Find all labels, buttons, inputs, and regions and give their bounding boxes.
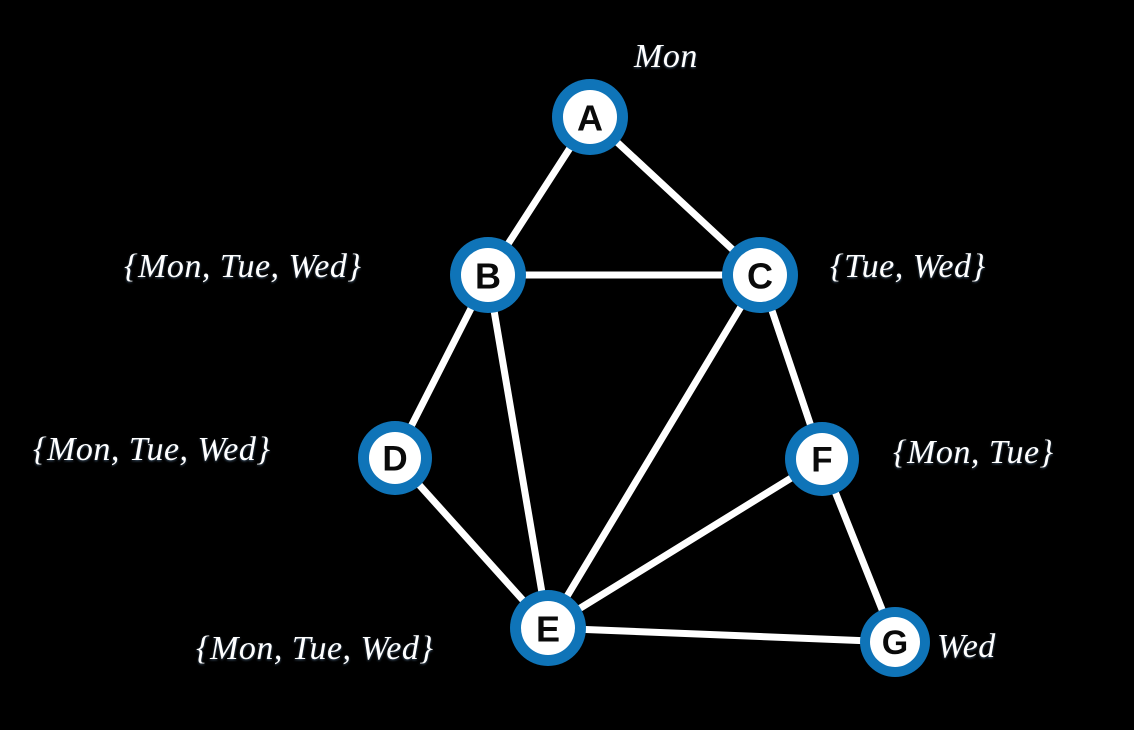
domain-label-a: Mon [634, 38, 698, 75]
node-fill-b [461, 248, 515, 302]
node-letter-d: D [382, 440, 407, 479]
domain-label-f: {Mon, Tue} [893, 434, 1054, 471]
node-fill-f [796, 433, 848, 485]
node-b[interactable]: B [450, 237, 526, 313]
node-c[interactable]: C [722, 237, 798, 313]
node-fill-g [870, 617, 920, 667]
domain-label-g: Wed [937, 628, 996, 665]
node-letter-e: E [536, 609, 560, 650]
edge-c-e [544, 271, 764, 632]
node-fill-d [369, 432, 421, 484]
node-fill-c [733, 248, 787, 302]
node-letter-f: F [811, 441, 832, 480]
domain-label-d: {Mon, Tue, Wed} [33, 431, 271, 468]
edge-a-c [586, 113, 764, 279]
node-e[interactable]: E [510, 590, 586, 666]
node-a[interactable]: A [552, 79, 628, 155]
edge-b-e [484, 271, 552, 632]
node-letter-g: G [882, 624, 908, 662]
domain-label-c: {Tue, Wed} [830, 248, 986, 285]
node-fill-a [563, 90, 617, 144]
node-letter-c: C [747, 256, 773, 297]
node-fill-e [521, 601, 575, 655]
node-g[interactable]: G [860, 607, 930, 677]
edge-d-e [391, 454, 552, 632]
domain-label-e: {Mon, Tue, Wed} [196, 630, 434, 667]
domain-label-b: {Mon, Tue, Wed} [124, 248, 362, 285]
edge-e-f [544, 455, 826, 632]
node-letter-b: B [475, 256, 501, 297]
node-letter-a: A [577, 98, 603, 139]
nodes-layer: A B C D E F G [358, 79, 930, 677]
node-d[interactable]: D [358, 421, 432, 495]
node-f[interactable]: F [785, 422, 859, 496]
edge-e-g [544, 624, 899, 646]
edges-layer [391, 113, 899, 646]
